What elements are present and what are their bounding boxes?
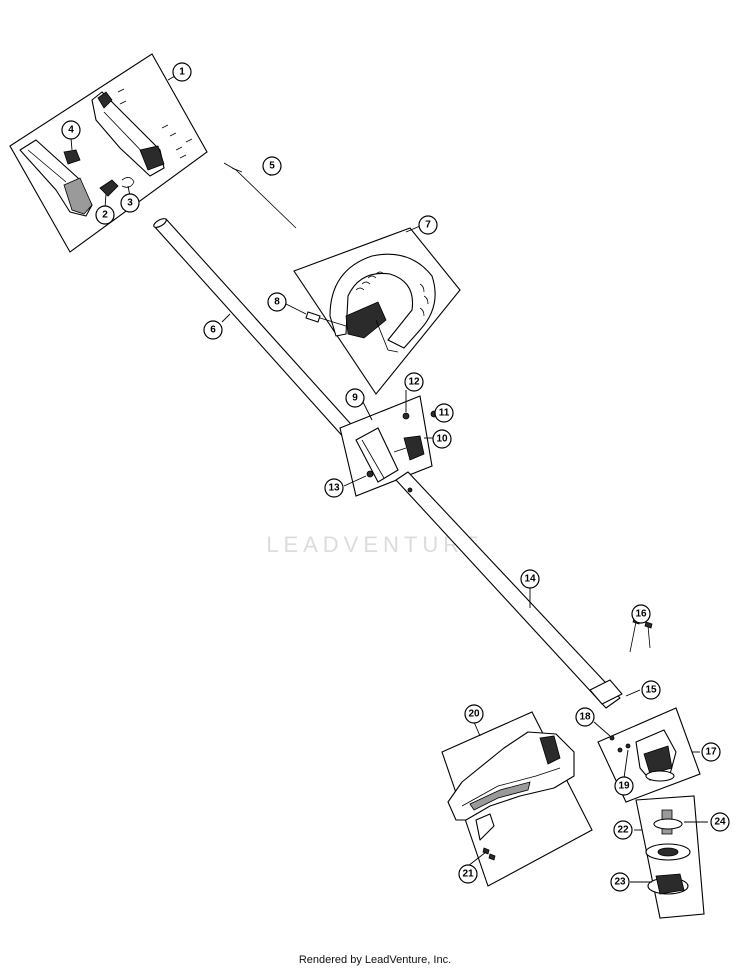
callout-24: 24 [710, 812, 730, 832]
svg-text:12: 12 [408, 377, 420, 388]
callout-5: 5 [262, 156, 282, 176]
svg-text:6: 6 [210, 325, 216, 336]
svg-text:3: 3 [127, 198, 133, 209]
callout-16: 16 [631, 604, 651, 624]
panel-handle-assembly [9, 53, 208, 253]
svg-text:13: 13 [328, 483, 340, 494]
svg-text:22: 22 [617, 825, 629, 836]
svg-text:7: 7 [425, 220, 431, 231]
footer-credit: Rendered by LeadVenture, Inc. [298, 954, 452, 966]
callout-7: 7 [418, 215, 438, 235]
callout-15: 15 [641, 680, 661, 700]
callout-3: 3 [120, 193, 140, 213]
svg-text:11: 11 [439, 408, 450, 419]
callout-11: 11 [434, 403, 454, 423]
svg-text:19: 19 [618, 781, 630, 792]
callout-21: 21 [458, 864, 478, 884]
svg-text:16: 16 [635, 609, 647, 620]
callout-14: 14 [520, 569, 540, 589]
panel-trimmer-head [630, 795, 708, 919]
part-upper-shaft [153, 218, 359, 441]
svg-text:4: 4 [68, 125, 74, 136]
callout-12: 12 [404, 372, 424, 392]
svg-text:2: 2 [102, 210, 108, 221]
callout-22: 22 [613, 820, 633, 840]
svg-text:9: 9 [352, 393, 358, 404]
svg-text:10: 10 [436, 434, 448, 445]
svg-text:14: 14 [524, 574, 536, 585]
svg-text:23: 23 [614, 877, 626, 888]
callout-2: 2 [95, 205, 115, 225]
callout-23: 23 [610, 872, 630, 892]
callout-13: 13 [324, 478, 344, 498]
svg-text:24: 24 [714, 817, 726, 828]
svg-text:1: 1 [179, 67, 185, 78]
svg-text:21: 21 [462, 869, 474, 880]
part-throttle-cable [223, 162, 297, 229]
callout-20: 20 [464, 704, 484, 724]
part-lower-shaft [395, 471, 621, 709]
callout-17: 17 [701, 742, 721, 762]
callout-9: 9 [345, 388, 365, 408]
callout-4: 4 [61, 120, 81, 140]
panel-shaft-coupler [339, 390, 438, 497]
svg-text:17: 17 [705, 747, 717, 758]
callout-10: 10 [432, 429, 452, 449]
part-shaft-clamp [589, 679, 641, 705]
callout-19: 19 [614, 776, 634, 796]
svg-text:8: 8 [274, 297, 280, 308]
callout-8: 8 [267, 292, 287, 312]
watermark-text: LEADVENTURE [266, 532, 484, 557]
callout-18: 18 [575, 707, 595, 727]
panel-assist-handle [285, 225, 461, 395]
svg-text:18: 18 [579, 712, 591, 723]
svg-text:20: 20 [468, 709, 480, 720]
callout-6: 6 [203, 320, 223, 340]
svg-text:5: 5 [269, 161, 275, 172]
svg-text:15: 15 [645, 685, 657, 696]
panel-guard [441, 711, 593, 887]
panel-gear-head [593, 707, 701, 803]
callout-1: 1 [172, 62, 192, 82]
